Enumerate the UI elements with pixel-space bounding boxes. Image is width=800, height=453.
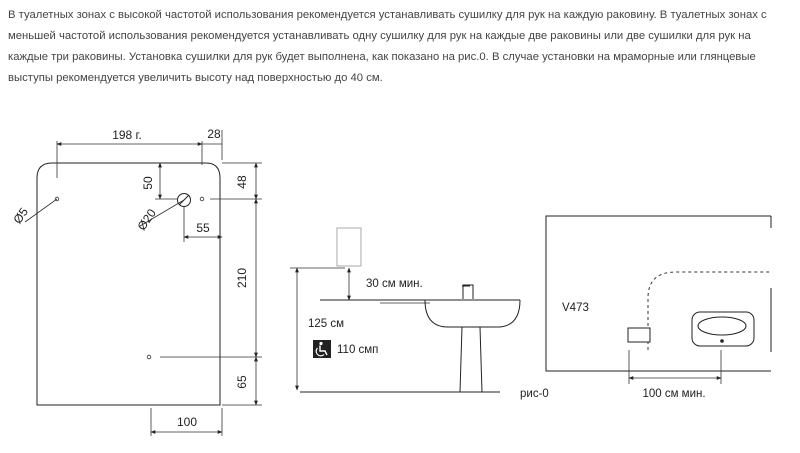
room-wall bbox=[545, 215, 771, 372]
height-label: 125 см bbox=[308, 318, 344, 330]
dim-28: 28 bbox=[207, 127, 221, 141]
dryer-panel-drawing: 198 г. 28 50 48 210 65 Ø5 Ø20 55 100 bbox=[10, 127, 262, 436]
cable-hole bbox=[177, 193, 191, 207]
wheelchair-icon bbox=[313, 340, 331, 358]
model-label: V473 bbox=[562, 302, 589, 314]
min-distance-label: 100 см мин. bbox=[642, 388, 705, 400]
dim-65: 65 bbox=[235, 375, 249, 389]
panel-outline bbox=[36, 162, 221, 406]
dim-panel-width: 198 г. bbox=[112, 128, 142, 142]
hand-dryer bbox=[336, 227, 362, 267]
dim-hole-d5: Ø5 bbox=[10, 205, 31, 226]
sink-basin bbox=[424, 299, 521, 328]
dim-100: 100 bbox=[177, 415, 197, 429]
sink-pedestal bbox=[459, 326, 483, 393]
accessible-height-label: 110 смп bbox=[337, 344, 378, 356]
dryer-plan bbox=[627, 327, 651, 343]
plan-view-drawing: V473 100 см мин. bbox=[545, 215, 772, 400]
min-gap-label: 30 см мин. bbox=[366, 278, 423, 290]
intro-paragraph: В туалетных зонах с высокой частотой исп… bbox=[8, 9, 767, 84]
clearance-zone bbox=[647, 271, 771, 350]
side-view-drawing: 30 см мин. 125 см 110 смп bbox=[290, 227, 521, 393]
dim-hole-d20: Ø20 bbox=[134, 206, 159, 233]
mount-hole-top-right bbox=[199, 196, 205, 202]
dim-55: 55 bbox=[196, 221, 210, 235]
mount-hole-top-left bbox=[54, 196, 60, 202]
dim-210: 210 bbox=[235, 268, 249, 288]
figure-caption: рис-0 bbox=[520, 388, 549, 400]
mount-hole-bottom bbox=[146, 354, 152, 360]
faucet bbox=[462, 284, 474, 299]
dim-50: 50 bbox=[141, 176, 155, 190]
dim-48: 48 bbox=[235, 175, 249, 189]
